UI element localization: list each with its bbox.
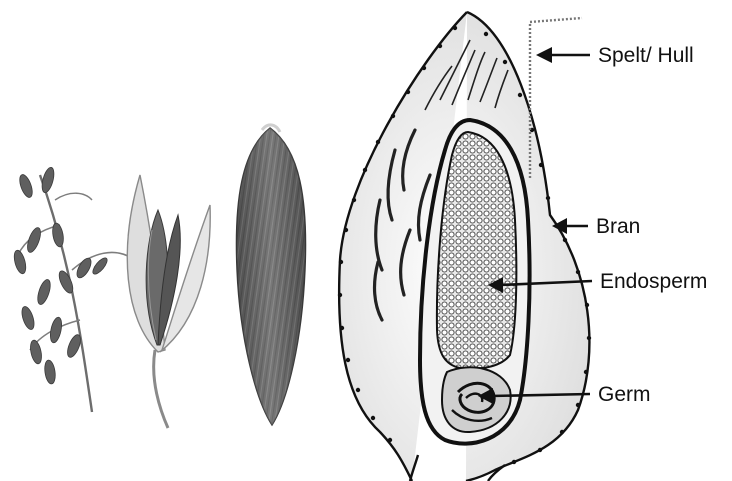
endosperm-region bbox=[437, 132, 516, 369]
label-endosperm: Endosperm bbox=[600, 270, 707, 293]
grain-cross-section bbox=[338, 12, 591, 481]
label-spelt-hull: Spelt/ Hull bbox=[598, 44, 694, 67]
label-bran: Bran bbox=[596, 215, 640, 238]
oat-groat-illustration bbox=[236, 125, 305, 425]
label-germ: Germ bbox=[598, 383, 651, 406]
oat-spikelet-illustration bbox=[127, 175, 210, 428]
oat-plant-illustration bbox=[12, 166, 128, 412]
